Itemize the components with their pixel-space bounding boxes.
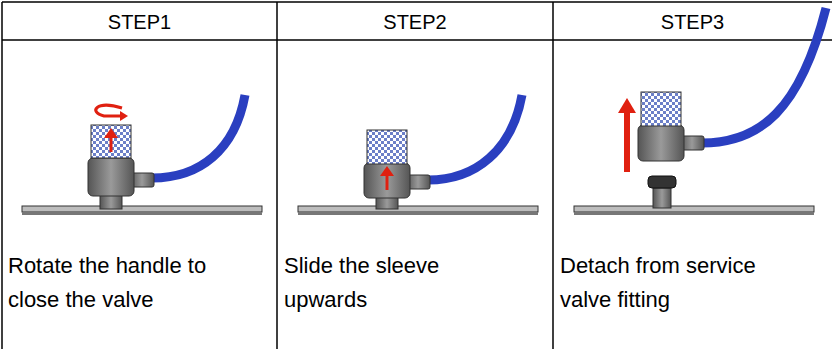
step-instruction: Detach from service valve fitting (560, 249, 785, 317)
step-header: STEP3 (553, 10, 832, 34)
step1-illustration (22, 95, 262, 215)
step2-illustration (298, 95, 538, 215)
step-instruction: Slide the sleeve upwards (284, 249, 484, 317)
step-header: STEP2 (277, 10, 553, 34)
step-instruction: Rotate the handle to close the valve (8, 249, 208, 317)
step3-illustration (574, 8, 826, 215)
step-header: STEP1 (2, 10, 277, 34)
